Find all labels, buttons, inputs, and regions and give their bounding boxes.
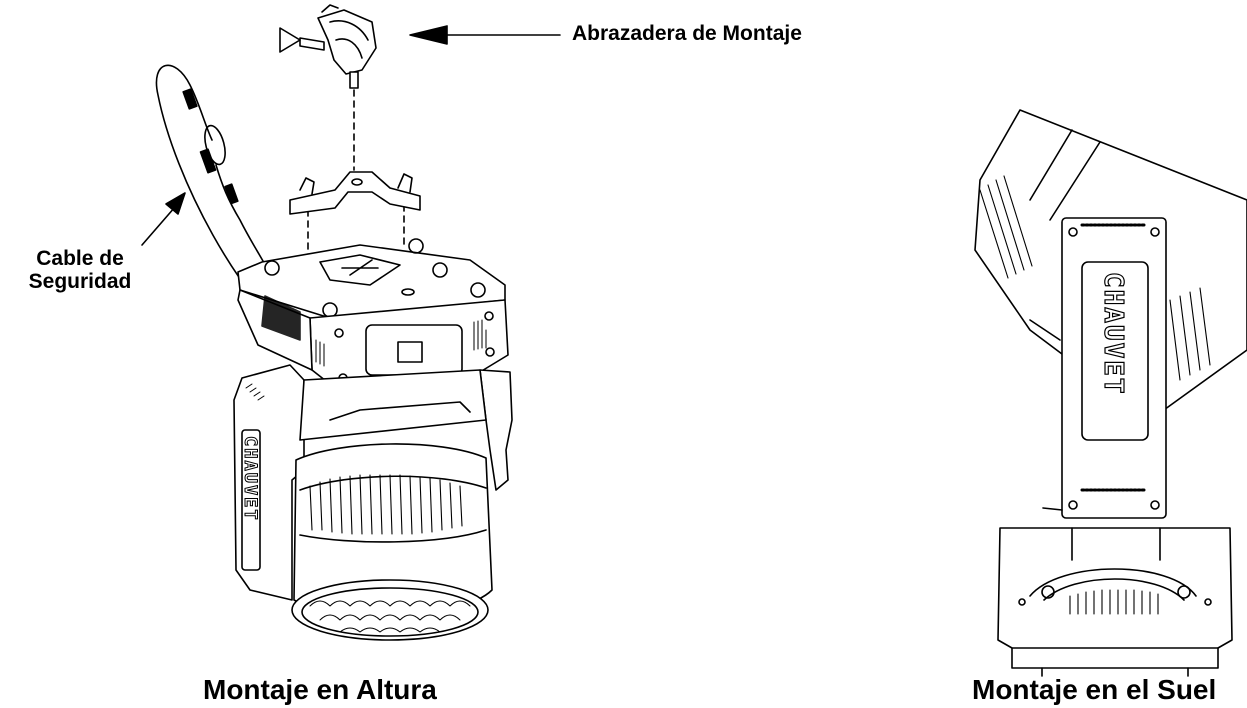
brand-plate-right: CHAUVET [1098,272,1128,396]
safety-cable-label-line1: Cable de [36,247,124,270]
clamp-arrow [409,25,561,45]
safety-cable-label: Cable de Seguridad [10,247,150,293]
fixture-yoke [233,364,513,601]
brand-plate-left: CHAUVET [240,436,260,522]
caption-overhead-mounting: Montaje en Altura [203,674,437,705]
alignment-lines [307,89,405,259]
floor-fixture-arm [1042,217,1167,519]
clamp-label: Abrazadera de Montaje [572,22,802,45]
caption-floor-mounting: Montaje en el Suel [972,674,1217,705]
cable-arrow [141,192,186,246]
mounting-clamp [279,4,377,89]
omega-bracket [289,171,421,215]
fixture-base-top [237,238,506,319]
fixture-head [291,443,493,641]
safety-cable-label-line2: Seguridad [28,270,132,293]
floor-fixture-base [997,527,1233,677]
